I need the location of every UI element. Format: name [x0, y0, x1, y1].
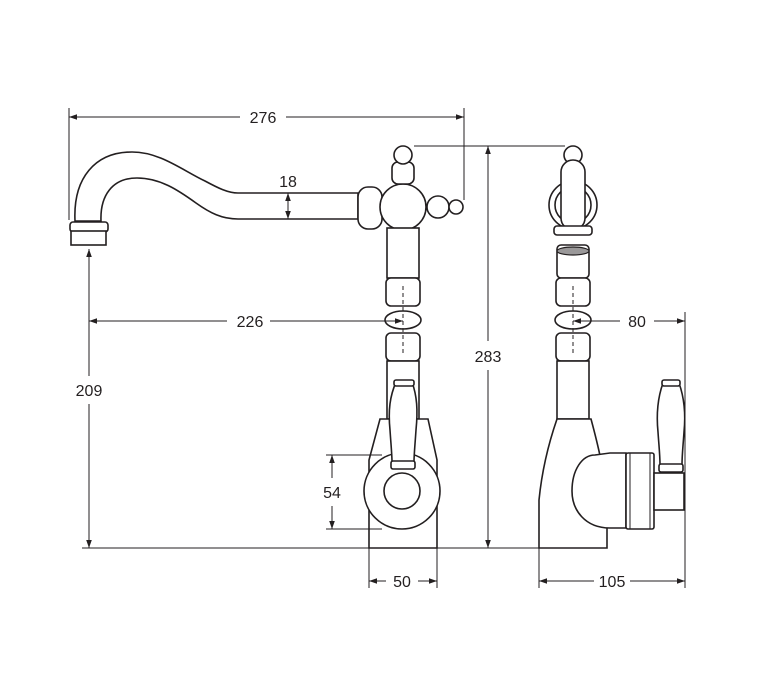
- lever-handle: [388, 381, 418, 463]
- side-valve-body: [571, 452, 627, 529]
- column-seg-1: [386, 227, 420, 279]
- knob-neck: [391, 161, 415, 185]
- dim-spout-reach: 226: [237, 314, 264, 331]
- column-ring: [384, 310, 422, 330]
- dim-side-depth: 105: [599, 574, 626, 591]
- side-view: [538, 145, 686, 549]
- body-ball: [379, 183, 427, 231]
- base-hub: [383, 472, 421, 510]
- side-lever-cap: [661, 379, 681, 387]
- side-lever-handle: [656, 382, 686, 466]
- lever-collar: [390, 460, 416, 470]
- side-lever-collar: [658, 463, 684, 473]
- dim-handle-offset: 80: [628, 314, 646, 331]
- knob-top: [393, 145, 413, 165]
- dim-spout-height: 209: [76, 383, 103, 400]
- side-column-2: [555, 277, 591, 307]
- dim-overall-height: 283: [475, 349, 502, 366]
- front-view: [69, 145, 464, 549]
- dimension-lines: 276 18 226 209 283 54 50: [68, 108, 686, 591]
- dim-base-width: 50: [393, 574, 411, 591]
- side-column-4: [556, 360, 590, 420]
- side-knob: [426, 195, 450, 219]
- spout-collar: [357, 186, 383, 230]
- side-aerator-disc: [556, 246, 590, 256]
- side-valve-plate: [653, 472, 685, 511]
- dim-spout-thickness: 18: [279, 174, 297, 191]
- side-knob-tip: [448, 199, 464, 215]
- lever-cap: [393, 379, 415, 387]
- side-column-ring: [554, 310, 592, 330]
- dim-base-height: 54: [323, 485, 341, 502]
- dim-overall-width: 276: [250, 110, 277, 127]
- spout-aerator: [70, 230, 107, 246]
- side-collar: [553, 225, 593, 236]
- side-knob-stem: [560, 159, 586, 231]
- column-seg-2: [385, 277, 421, 307]
- spout-arm: [74, 151, 359, 222]
